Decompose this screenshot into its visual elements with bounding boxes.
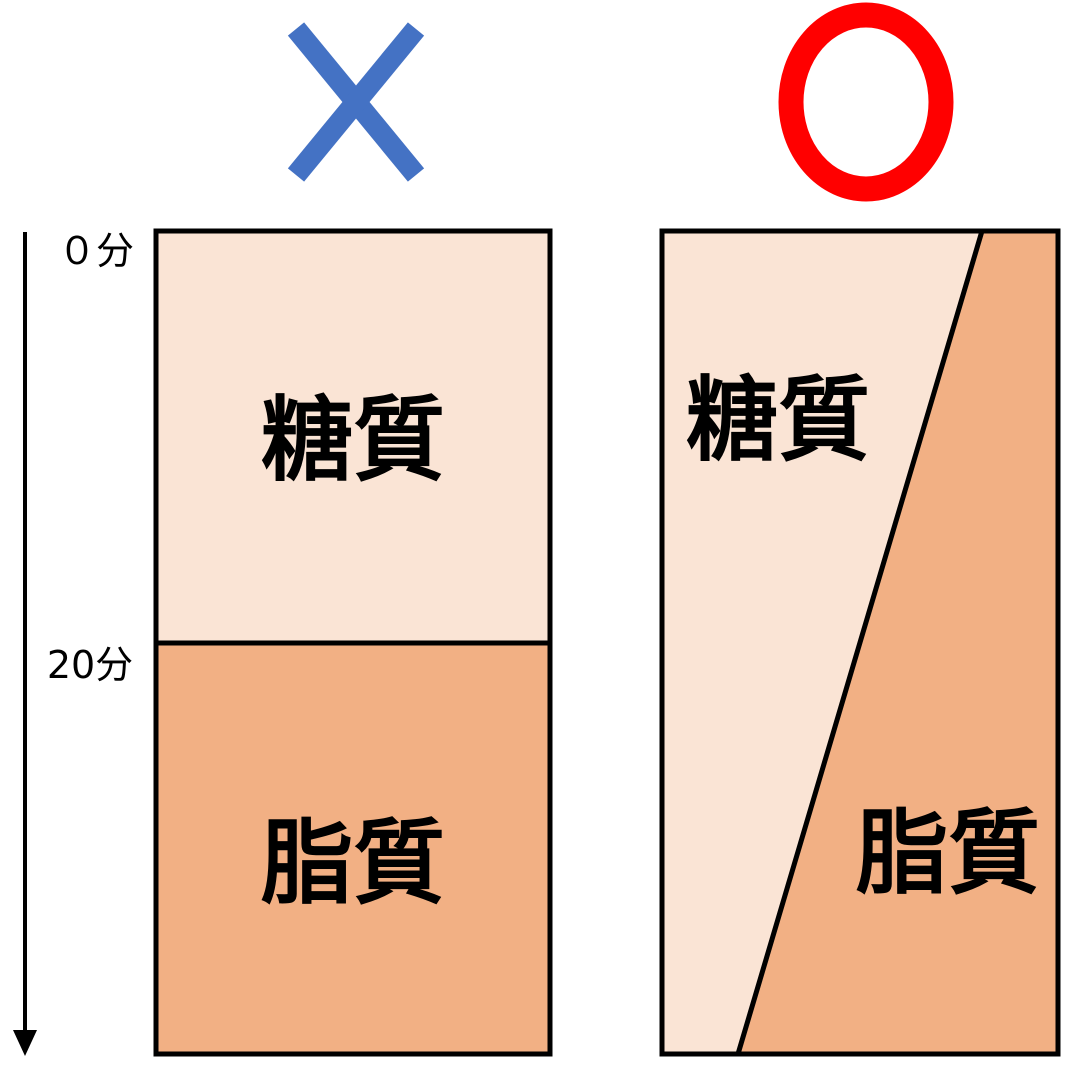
time-label-20min: 20分 [47,643,133,687]
wrong-panel: 糖質 脂質 [153,22,553,1057]
wrong-panel-frame [153,228,553,1057]
wrong-panel-carb-region [156,231,550,643]
wrong-panel-fat-label: 脂質 [261,810,445,917]
time-axis-arrowhead [13,1030,37,1056]
correct-panel: 糖質 脂質 [659,2,1061,1057]
correct-panel-divider [735,230,985,1055]
circle-mark-icon [778,2,954,202]
time-label-start: ０分 [58,229,134,273]
cross-mark-icon [287,22,425,182]
correct-panel-fat-region [738,231,1058,1054]
wrong-panel-carb-label: 糖質 [261,387,445,494]
wrong-panel-fat-region [156,643,550,1054]
correct-panel-carb-label: 糖質 [686,367,870,474]
correct-panel-fat-label: 脂質 [856,800,1040,907]
time-axis: ０分 20分 [13,229,134,1056]
correct-panel-frame [659,228,1061,1057]
